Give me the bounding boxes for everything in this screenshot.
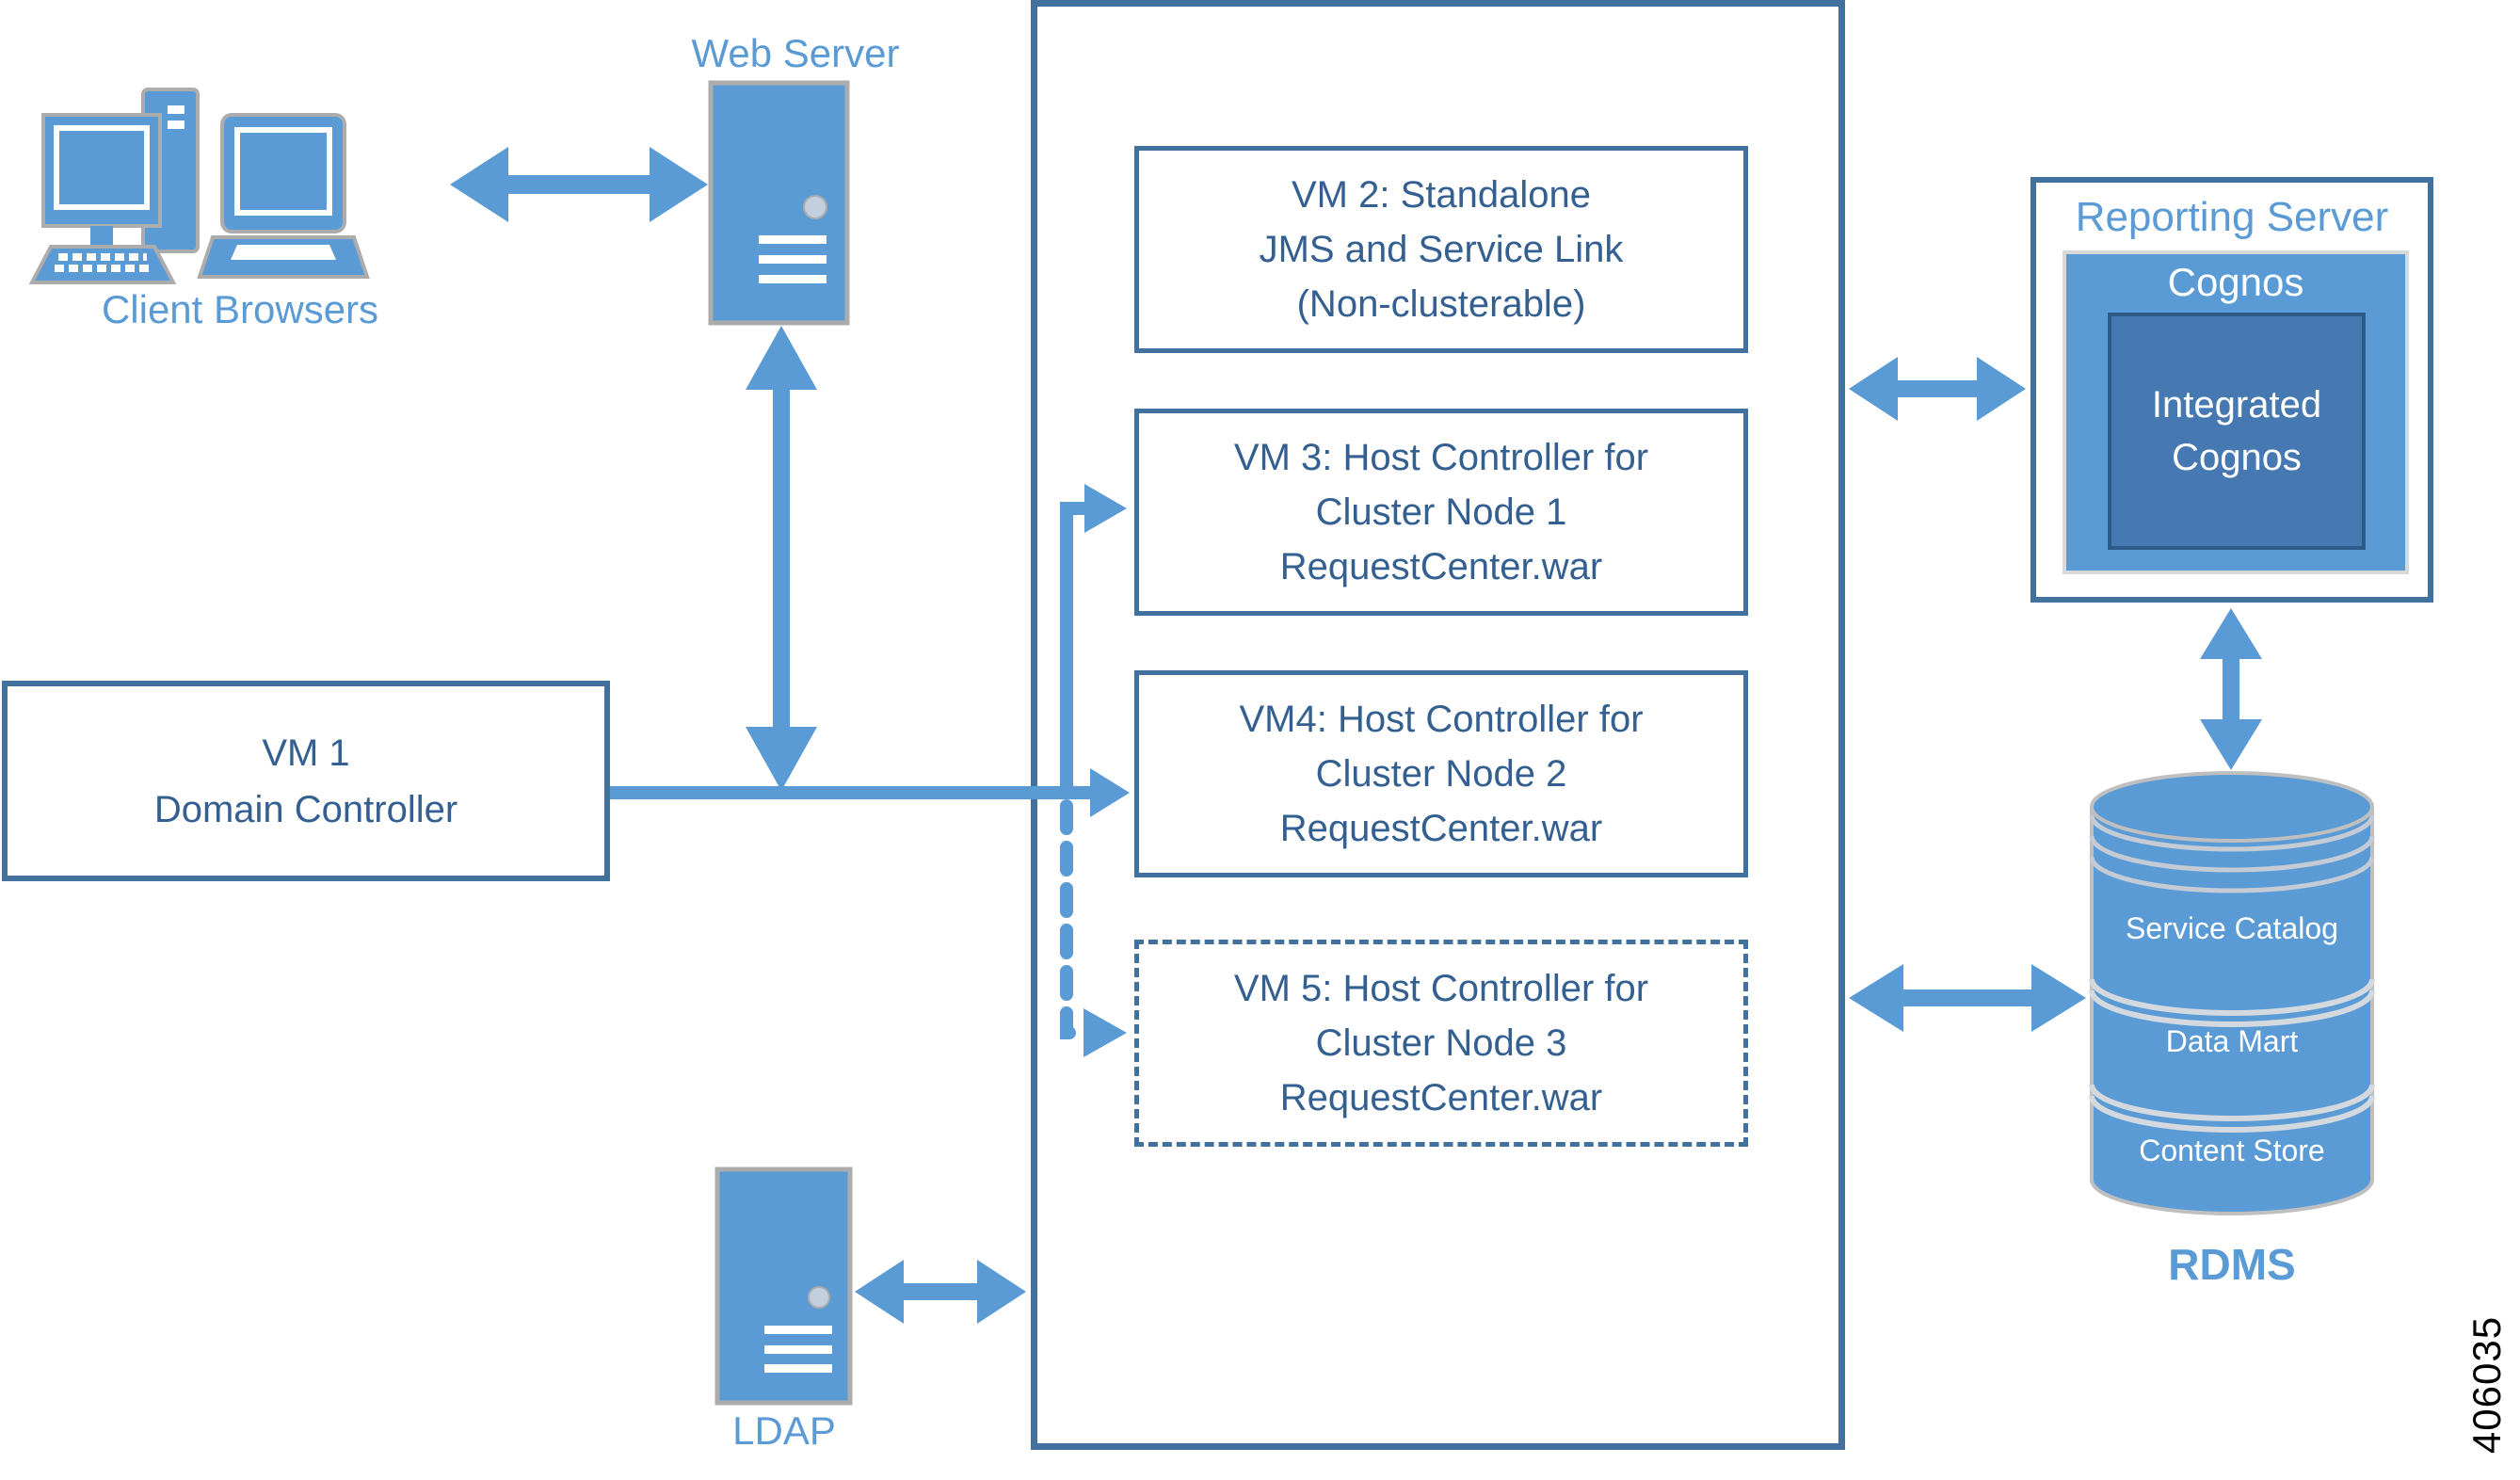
- vm2-standalone-box: VM 2: Standalone JMS and Service Link (N…: [1134, 146, 1748, 353]
- arrow-cluster-rdms: [1849, 964, 2086, 1032]
- arrow-clients-webserver: [450, 147, 708, 222]
- connector-branch-vm3: [1060, 484, 1127, 793]
- vm3-host-controller-box: VM 3: Host Controller for Cluster Node 1…: [1134, 409, 1748, 616]
- integrated-cognos-line2: Cognos: [2172, 437, 2302, 478]
- figure-number: 406035: [2464, 1315, 2509, 1455]
- rdms-section-content-store: Content Store: [2139, 1134, 2325, 1167]
- cluster-container-box: [1031, 0, 1845, 1450]
- vm5-line1: VM 5: Host Controller for: [1233, 968, 1649, 1009]
- vm4-host-controller-box: VM4: Host Controller for Cluster Node 2 …: [1134, 670, 1748, 877]
- rdms-section-data-mart: Data Mart: [2165, 1024, 2299, 1058]
- database-cylinder-icon: [2089, 771, 2375, 1215]
- client-browsers-label: Client Browsers: [101, 287, 379, 331]
- vm1-domain-controller-box: VM 1 Domain Controller: [2, 681, 610, 881]
- vm2-line3: (Non-clusterable): [1296, 283, 1586, 325]
- reporting-server-label: Reporting Server: [2075, 194, 2389, 240]
- vm2-line1: VM 2: Standalone: [1292, 174, 1591, 216]
- vm3-line3: RequestCenter.war: [1279, 546, 1603, 587]
- web-server-icon: [708, 80, 850, 326]
- vm3-line2: Cluster Node 1: [1315, 491, 1567, 533]
- vm5-host-controller-box-dashed: VM 5: Host Controller for Cluster Node 3…: [1134, 940, 1748, 1147]
- vm1-line2: Domain Controller: [153, 788, 458, 830]
- cognos-label: Cognos: [2167, 260, 2304, 304]
- vm3-line1: VM 3: Host Controller for: [1233, 437, 1649, 478]
- integrated-cognos-line1: Integrated: [2151, 384, 2322, 426]
- arrow-ldap-cluster: [855, 1260, 1026, 1324]
- vm5-line3: RequestCenter.war: [1279, 1077, 1603, 1118]
- laptop-icon: [197, 113, 370, 279]
- rdms-section-service-catalog: Service Catalog: [2126, 911, 2338, 945]
- web-server-label: Web Server: [691, 31, 900, 75]
- desktop-computer-icon: [28, 88, 200, 284]
- arrow-webserver-domaincontroller: [746, 326, 817, 791]
- arrow-reporting-rdms: [2200, 608, 2262, 770]
- vm4-line2: Cluster Node 2: [1315, 753, 1567, 795]
- vm2-line2: JMS and Service Link: [1259, 229, 1624, 270]
- vm1-line1: VM 1: [262, 732, 350, 774]
- integrated-cognos-box: Integrated Cognos: [2108, 313, 2366, 550]
- connector-vm1-vm4: [610, 768, 1130, 817]
- arrow-cluster-reporting: [1849, 357, 2026, 421]
- rdms-label: RDMS: [2168, 1240, 2296, 1289]
- vm4-line1: VM4: Host Controller for: [1239, 699, 1644, 740]
- reporting-server-box: Reporting Server Cognos Integrated Cogno…: [2030, 177, 2433, 603]
- connector-branch-vm5-dashed: [1060, 799, 1127, 1057]
- ldap-server-icon: [714, 1166, 853, 1406]
- vm4-line3: RequestCenter.war: [1279, 808, 1603, 849]
- cognos-box: Cognos Integrated Cognos: [2063, 250, 2409, 574]
- ldap-label: LDAP: [732, 1408, 836, 1453]
- vm5-line2: Cluster Node 3: [1315, 1022, 1567, 1064]
